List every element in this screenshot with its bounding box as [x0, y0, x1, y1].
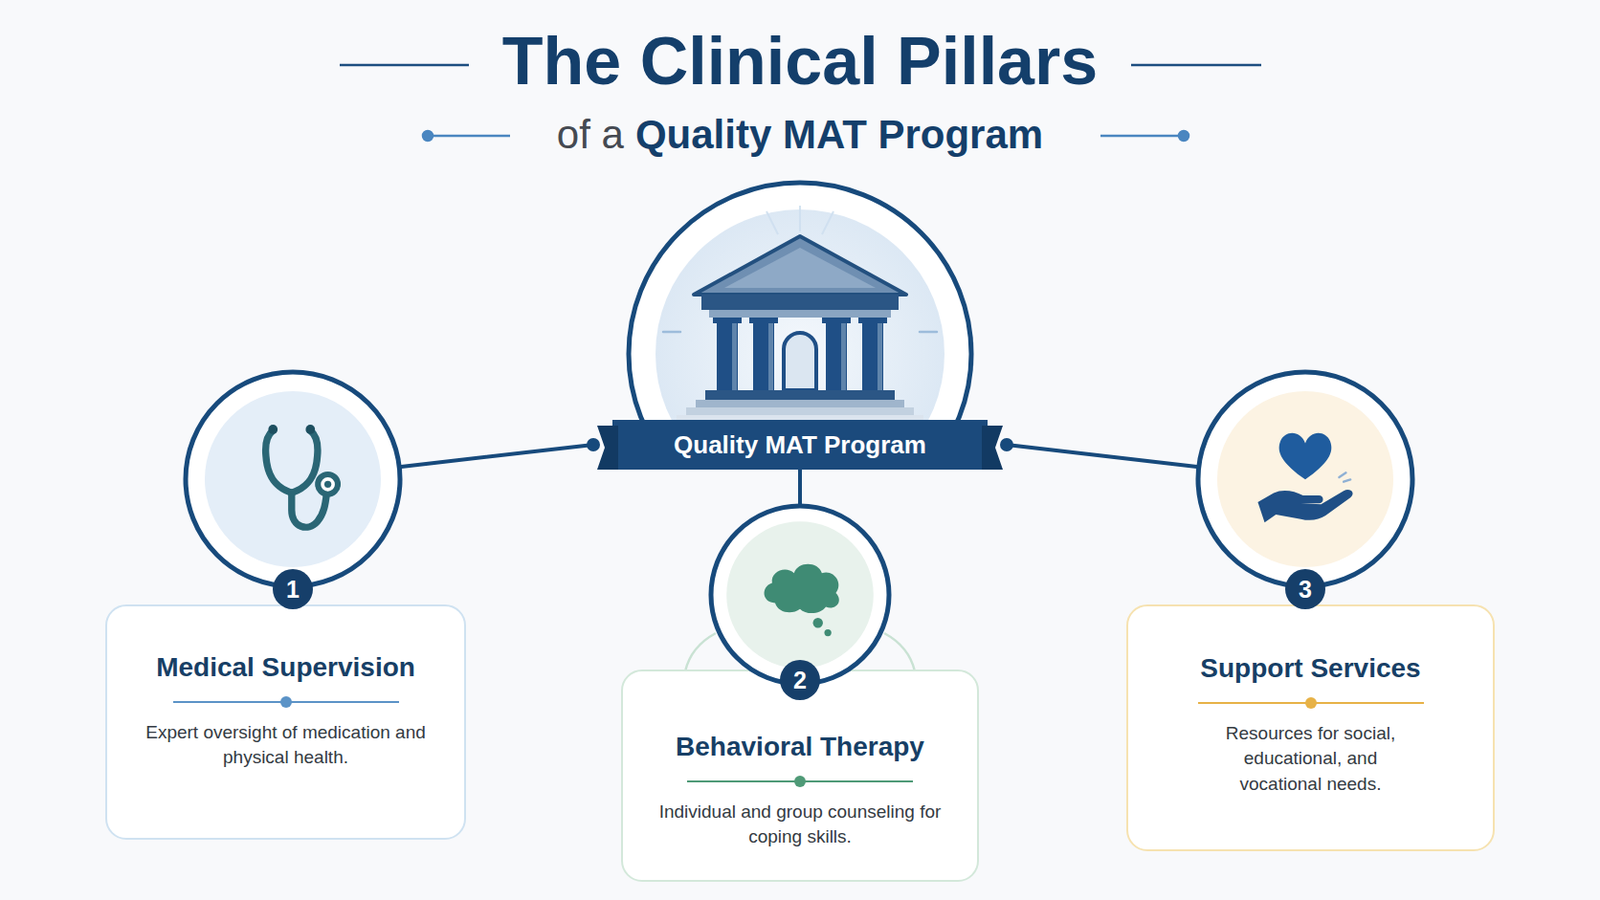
card-divider — [687, 775, 913, 789]
connector-dot — [1000, 438, 1014, 452]
card-body: Individual and group counseling for copi… — [646, 800, 954, 851]
diagram-title: The Clinical Pillars — [0, 24, 1600, 99]
pillar-icon-circle: 1 — [182, 369, 403, 590]
pillar-icon-circle: 2 — [708, 503, 892, 688]
callout-number: 1 — [272, 569, 313, 610]
hub-circle: Quality MAT Program — [624, 178, 976, 470]
pillar-card: Behavioral TherapyIndividual and group c… — [621, 669, 979, 883]
card-body: Resources for social, educational, and v… — [1202, 721, 1420, 799]
connector-dot — [586, 438, 600, 452]
connector-group — [800, 469, 801, 505]
icon-ring — [1195, 369, 1416, 590]
card-heading: Support Services — [1128, 652, 1493, 686]
card-heading: Medical Supervision — [107, 651, 465, 685]
subtitle-text: of a — [556, 111, 624, 159]
connector-line — [798, 469, 802, 505]
icon-ring — [182, 369, 403, 590]
hub-banner: Quality MAT Program — [612, 420, 988, 470]
callout-number: 3 — [1285, 569, 1326, 610]
card-body: Expert oversight of medication and physi… — [142, 720, 430, 772]
connector-line — [1006, 444, 1198, 467]
card-divider — [1198, 696, 1424, 711]
callout-number: 2 — [779, 660, 821, 701]
card-heading: Behavioral Therapy — [622, 731, 978, 764]
connector-group — [1000, 438, 1198, 467]
subtitle-text: Quality MAT Program — [635, 111, 1044, 159]
heart-icon — [1257, 433, 1353, 524]
steth-icon — [266, 424, 338, 528]
pillar-card: Support ServicesResources for social, ed… — [1126, 604, 1495, 852]
card-divider — [173, 695, 400, 710]
building-illustration — [663, 205, 937, 423]
connector-group — [400, 438, 600, 467]
cloud-icon — [764, 564, 840, 637]
subtitle-row: of aQuality MAT Program — [0, 111, 1600, 159]
connector-line — [400, 444, 594, 467]
pillar-icon-circle: 3 — [1195, 369, 1416, 590]
pillar-card: Medical SupervisionExpert oversight of m… — [105, 604, 467, 841]
